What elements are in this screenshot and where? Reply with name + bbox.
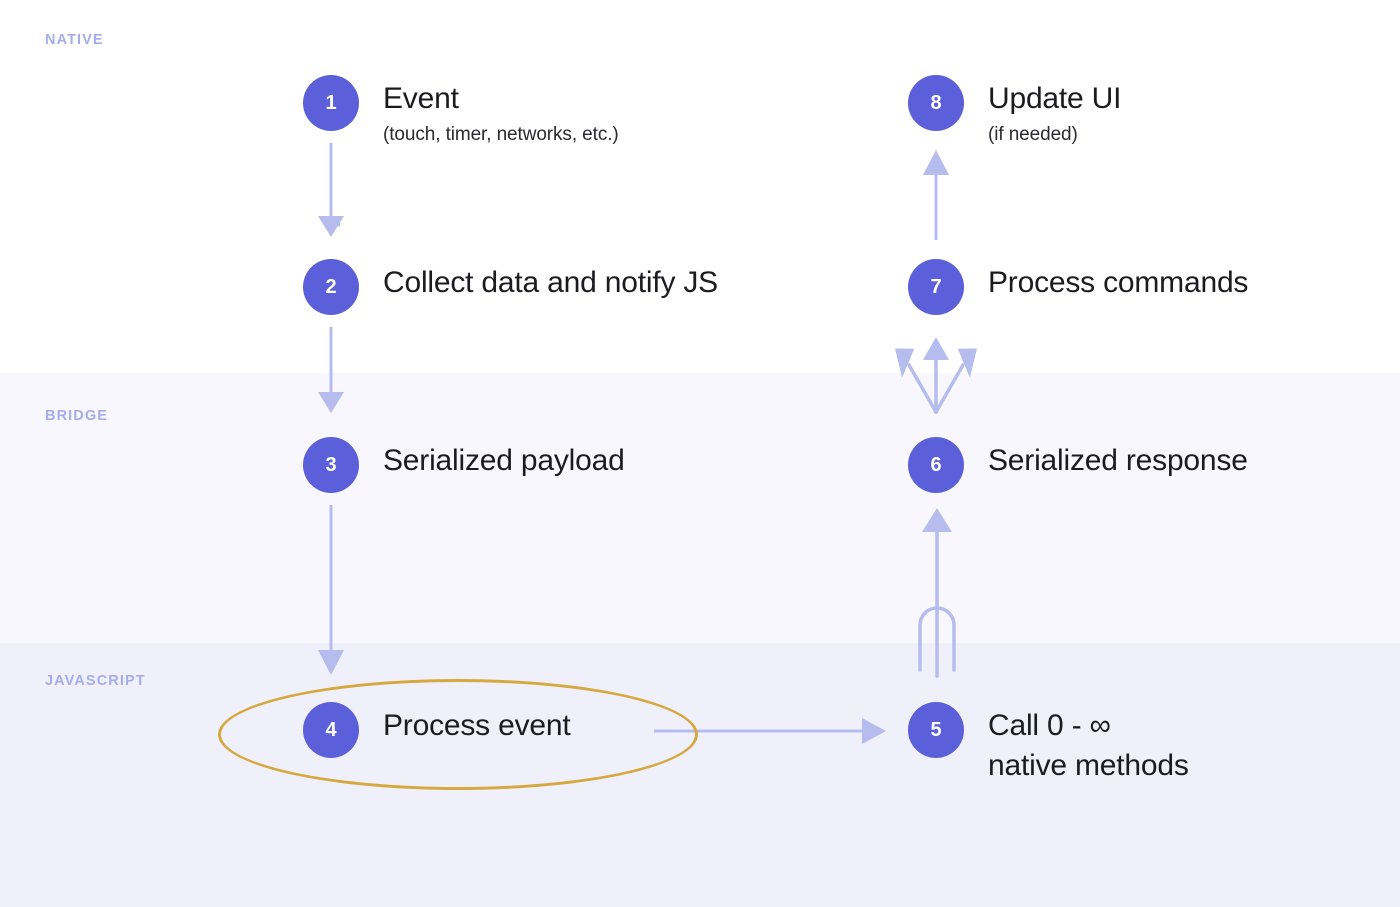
band-native [0, 0, 1400, 373]
band-label-native: NATIVE [45, 32, 104, 48]
band-javascript [0, 643, 1400, 907]
band-label-bridge: BRIDGE [45, 408, 108, 424]
step-text-7: Process commands [988, 259, 1248, 303]
step-text-2: Collect data and notify JS [383, 259, 718, 303]
step-text-1: Event (touch, timer, networks, etc.) [383, 75, 619, 147]
step-badge-5: 5 [908, 702, 964, 758]
step-node-7[interactable]: 7 Process commands [908, 259, 1248, 315]
step-title-5: Call 0 - ∞ native methods [988, 709, 1189, 782]
step-title-7: Process commands [988, 266, 1249, 299]
step-badge-4: 4 [303, 702, 359, 758]
highlight-ellipse [218, 679, 698, 790]
step-badge-7: 7 [908, 259, 964, 315]
step-node-2[interactable]: 2 Collect data and notify JS [303, 259, 718, 315]
band-bridge [0, 373, 1400, 643]
step-text-3: Serialized payload [383, 437, 625, 481]
step-title-2: Collect data and notify JS [383, 266, 718, 299]
step-node-1[interactable]: 1 Event (touch, timer, networks, etc.) [303, 75, 619, 147]
step-text-6: Serialized response [988, 437, 1248, 481]
step-badge-3: 3 [303, 437, 359, 493]
step-node-6[interactable]: 6 Serialized response [908, 437, 1248, 493]
step-node-3[interactable]: 3 Serialized payload [303, 437, 625, 493]
step-text-5: Call 0 - ∞ native methods [988, 702, 1189, 785]
step-title-3: Serialized payload [383, 444, 625, 477]
step-title-8: Update UI [988, 82, 1122, 115]
step-text-8: Update UI (if needed) [988, 75, 1121, 147]
step-text-4: Process event [383, 702, 571, 746]
step-node-4[interactable]: 4 Process event [303, 702, 571, 758]
step-badge-2: 2 [303, 259, 359, 315]
step-badge-1: 1 [303, 75, 359, 131]
step-subtitle-1: (touch, timer, networks, etc.) [383, 123, 619, 145]
step-subtitle-8: (if needed) [988, 123, 1078, 145]
step-badge-6: 6 [908, 437, 964, 493]
step-badge-8: 8 [908, 75, 964, 131]
step-title-1: Event [383, 82, 459, 115]
step-node-5[interactable]: 5 Call 0 - ∞ native methods [908, 702, 1189, 785]
step-node-8[interactable]: 8 Update UI (if needed) [908, 75, 1121, 147]
step-title-4: Process event [383, 709, 571, 742]
band-label-javascript: JAVASCRIPT [45, 673, 146, 689]
step-title-6: Serialized response [988, 444, 1248, 477]
